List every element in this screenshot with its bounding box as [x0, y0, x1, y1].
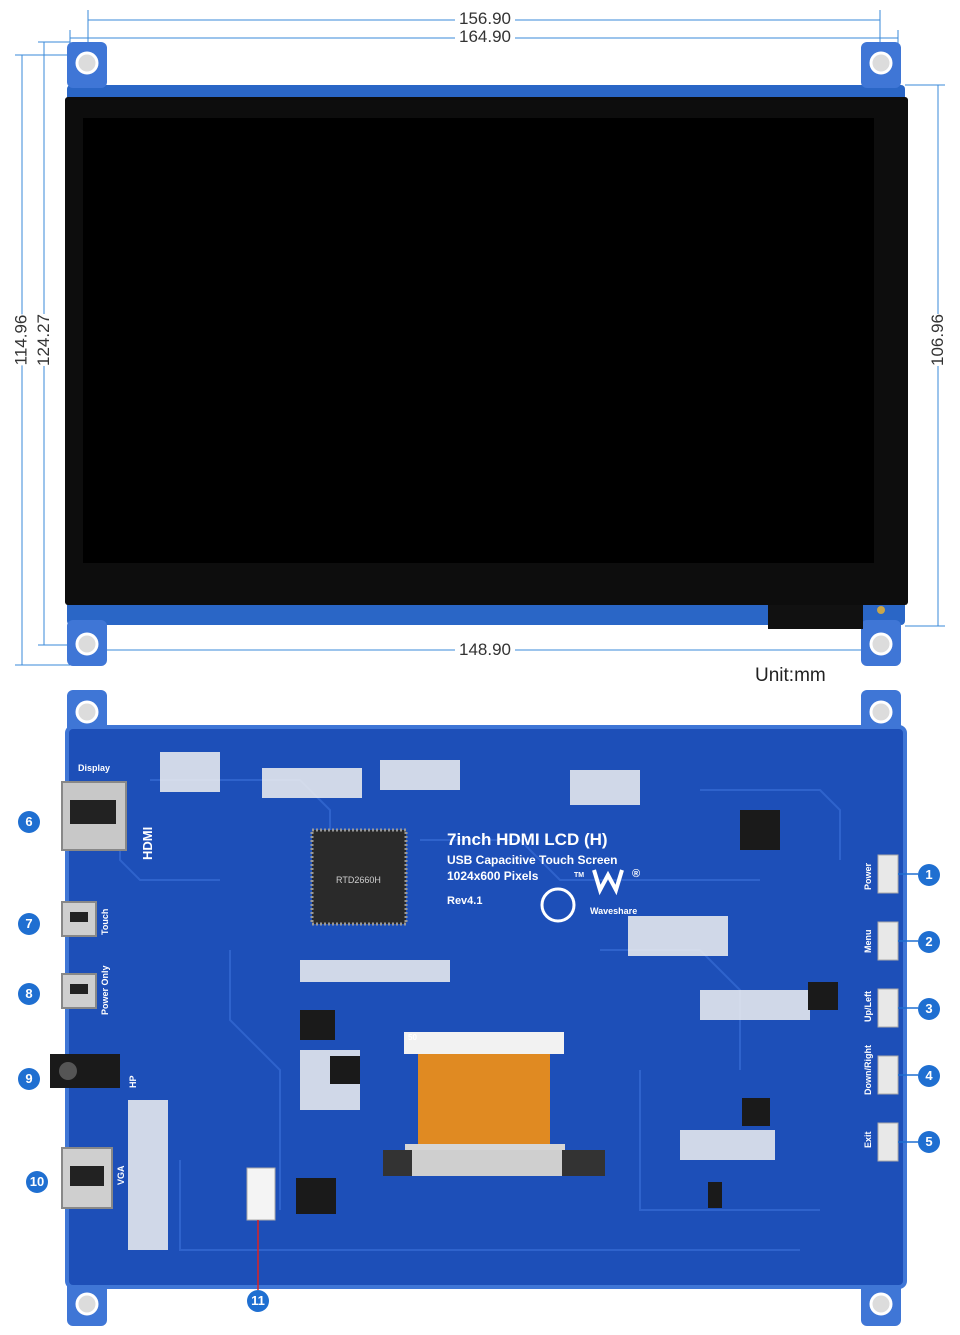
dim-bottom-width: 148.90 [455, 640, 515, 660]
dim-left-inner-height: 114.96 [11, 314, 32, 366]
back-view-drawing [50, 690, 918, 1326]
board-title: 7inch HDMI LCD (H) [447, 830, 608, 849]
unit-label: Unit:mm [755, 665, 826, 686]
port-label-vga: VGA [116, 1165, 126, 1185]
button-label-power: Power [863, 862, 873, 890]
button-label-menu: Menu [863, 929, 873, 954]
registered-mark: ® [632, 868, 641, 880]
brand-name: Waveshare [590, 906, 638, 916]
callout-10: 10 [26, 1171, 48, 1193]
callout-8: 8 [18, 983, 40, 1005]
callout-6: 6 [18, 811, 40, 833]
button-label-exit: Exit [863, 1131, 873, 1148]
dim-inner-width: 156.90 [455, 9, 515, 29]
callout-7: 7 [18, 913, 40, 935]
port-label-hdmi: HDMI [140, 826, 155, 860]
board-resolution: 1024x600 Pixels [447, 869, 539, 883]
board-revision: Rev4.1 [447, 895, 483, 907]
callout-5: 5 [918, 1131, 940, 1153]
callout-11: 11 [247, 1290, 269, 1312]
front-view-drawing [15, 10, 945, 666]
callout-3: 3 [918, 998, 940, 1020]
button-label-up-left: Up/Left [863, 991, 873, 1022]
port-label-display: Display [78, 763, 111, 773]
callout-4: 4 [918, 1065, 940, 1087]
callout-2: 2 [918, 931, 940, 953]
port-label-hp: HP [128, 1075, 138, 1088]
port-label-touch: Touch [100, 908, 110, 935]
callout-1: 1 [918, 864, 940, 886]
chip-marking: RTD2660H [336, 875, 381, 885]
tm-mark: TM [574, 872, 585, 879]
scaler-chip [310, 828, 408, 926]
callout-9: 9 [18, 1068, 40, 1090]
fpc-pin-label: 50 [408, 1033, 417, 1042]
button-label-down-right: Down/Right [863, 1045, 873, 1095]
dim-outer-width: 164.90 [455, 27, 515, 47]
port-label-power-only: Power Only [100, 965, 110, 1015]
board-subtitle: USB Capacitive Touch Screen [447, 853, 618, 867]
dim-left-outer-height: 124.27 [34, 314, 54, 366]
lcd-active-area [83, 118, 874, 563]
dim-right-height: 106.96 [928, 314, 948, 366]
